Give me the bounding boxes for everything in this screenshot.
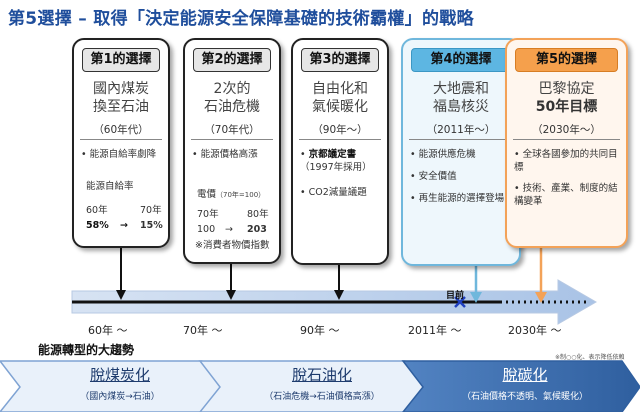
card-footnote: ※消費者物價指數: [195, 240, 270, 251]
card-divider: [80, 139, 162, 140]
from-year: 70年: [197, 209, 219, 220]
to-value-highlight: 15%: [140, 220, 163, 231]
card-header: 第2的選擇: [193, 48, 271, 72]
connector-arrow-4: [470, 264, 482, 303]
connector-arrow-3: [334, 263, 344, 300]
connector-arrow-2: [226, 262, 236, 300]
arrow-glyph: →: [225, 224, 233, 235]
card-title-line1: 國內煤炭: [93, 81, 149, 97]
band-sub-text: （石油價格不透明、氣候暖化）: [461, 392, 588, 402]
band-main-text: 脫煤炭化: [89, 366, 150, 384]
band-sub-text: （石油危機→石油價格高漲）: [264, 392, 380, 402]
card-bullet: • CO2減量議題: [300, 187, 367, 198]
band-label-1: 脫煤炭化 （國內煤炭→石油）: [20, 364, 220, 402]
footnote: ※制○○化、表示降低依賴: [555, 354, 625, 361]
band-main-text: 脫碳化: [502, 366, 548, 384]
card-bullet: • 京都議定書 （1997年採用）: [300, 149, 372, 173]
card-sub-label-note: （70年=100）: [216, 191, 266, 199]
trend-title: 能源轉型的大趨勢: [38, 343, 135, 357]
card-divider: [191, 139, 273, 140]
card-era: （70年代）: [204, 124, 260, 136]
band-chevron-3: [401, 360, 640, 412]
timeline-tick-90s: 90年 ～: [300, 324, 340, 337]
card-era: （2011年～）: [426, 124, 496, 136]
card-header: 第5的選擇: [515, 48, 618, 72]
card-header: 第1的選擇: [82, 48, 160, 72]
band-label-3: 脫碳化 （石油價格不透明、氣候暖化）: [425, 364, 625, 402]
card-header: 第4的選擇: [411, 48, 511, 72]
from-value: 58%: [86, 220, 109, 231]
card-title-line1: 2次的: [213, 81, 251, 97]
connector-arrow-1: [116, 246, 126, 300]
choice-card-2: 第2的選擇 2次的 石油危機 （70年代） • 能源價格高漲 電價（70年=10…: [183, 38, 281, 264]
choice-card-1: 第1的選擇 國內煤炭 換至石油 （60年代） • 能源自給率劇降 能源自給率 6…: [72, 38, 170, 248]
card-title-line1: 巴黎協定: [538, 81, 595, 97]
card-divider: [409, 139, 513, 140]
card-title-line1: 自由化和: [312, 81, 368, 97]
card-divider: [513, 139, 620, 140]
card-bullet: • 全球各國參加的共同目標: [514, 149, 618, 173]
card-divider: [299, 139, 381, 140]
card-era: （90年～）: [312, 124, 368, 136]
card-title-line2: 氣候暖化: [312, 99, 368, 115]
band-main-text: 脫石油化: [291, 366, 352, 384]
to-year: 70年: [140, 205, 162, 216]
from-year: 60年: [86, 205, 108, 216]
card-sub-label: 能源自給率: [86, 181, 134, 192]
card-title-line2: 換至石油: [93, 99, 149, 115]
choice-card-3: 第3的選擇 自由化和 氣候暖化 （90年～） • 京都議定書 （1997年採用）…: [291, 38, 389, 265]
current-position-label: 目前: [446, 291, 465, 301]
page-title: 第5選擇 – 取得「決定能源安全保障基礎的技術霸權」的戰略: [8, 9, 474, 29]
card-title-line2: 石油危機: [204, 99, 260, 115]
card-era: （60年代）: [93, 124, 149, 136]
to-year: 80年: [247, 209, 269, 220]
card-title-line1: 大地震和: [433, 81, 489, 97]
card-title-line2: 50年目標: [535, 99, 598, 115]
choice-card-4: 第4的選擇 大地震和 福島核災 （2011年～） • 能源供應危機 • 安全價值…: [401, 38, 521, 266]
card-bullet: • 安全價值: [410, 171, 457, 182]
card-era: （2030年～）: [532, 124, 601, 136]
card-header: 第3的選擇: [301, 48, 379, 72]
timeline-tick-70s: 70年 ～: [183, 324, 223, 337]
connector-arrow-5: [535, 246, 547, 303]
band-sub-text: （國內煤炭→石油）: [80, 392, 160, 402]
to-value-highlight: 203: [247, 224, 267, 235]
choice-card-5: 第5的選擇 巴黎協定 50年目標 （2030年～） • 全球各國參加的共同目標 …: [505, 38, 628, 248]
card-bullet: • 能源自給率劇降: [81, 149, 157, 160]
timeline-tick-60s: 60年 ～: [88, 324, 128, 337]
card-bullet: • 能源價格高漲: [192, 149, 258, 160]
card-title-line2: 福島核災: [433, 99, 489, 115]
card-bullet: • 能源供應危機: [410, 149, 476, 160]
card-bullet: • 技術、產業、制度的結構變革: [514, 183, 618, 207]
from-value: 100: [197, 224, 216, 235]
arrow-glyph: →: [120, 220, 128, 231]
card-sub-label: 電價（70年=100）: [197, 189, 266, 200]
timeline-tick-2011: 2011年 ～: [408, 324, 462, 337]
current-position-marker: [454, 296, 466, 308]
card-bullet: • 再生能源的選擇登場: [410, 193, 505, 204]
timeline-tick-2030: 2030年 ～: [508, 324, 562, 337]
band-label-2: 脫石油化 （石油危機→石油價格高漲）: [222, 364, 422, 402]
card-bullet-bold: 京都議定書: [308, 149, 357, 160]
